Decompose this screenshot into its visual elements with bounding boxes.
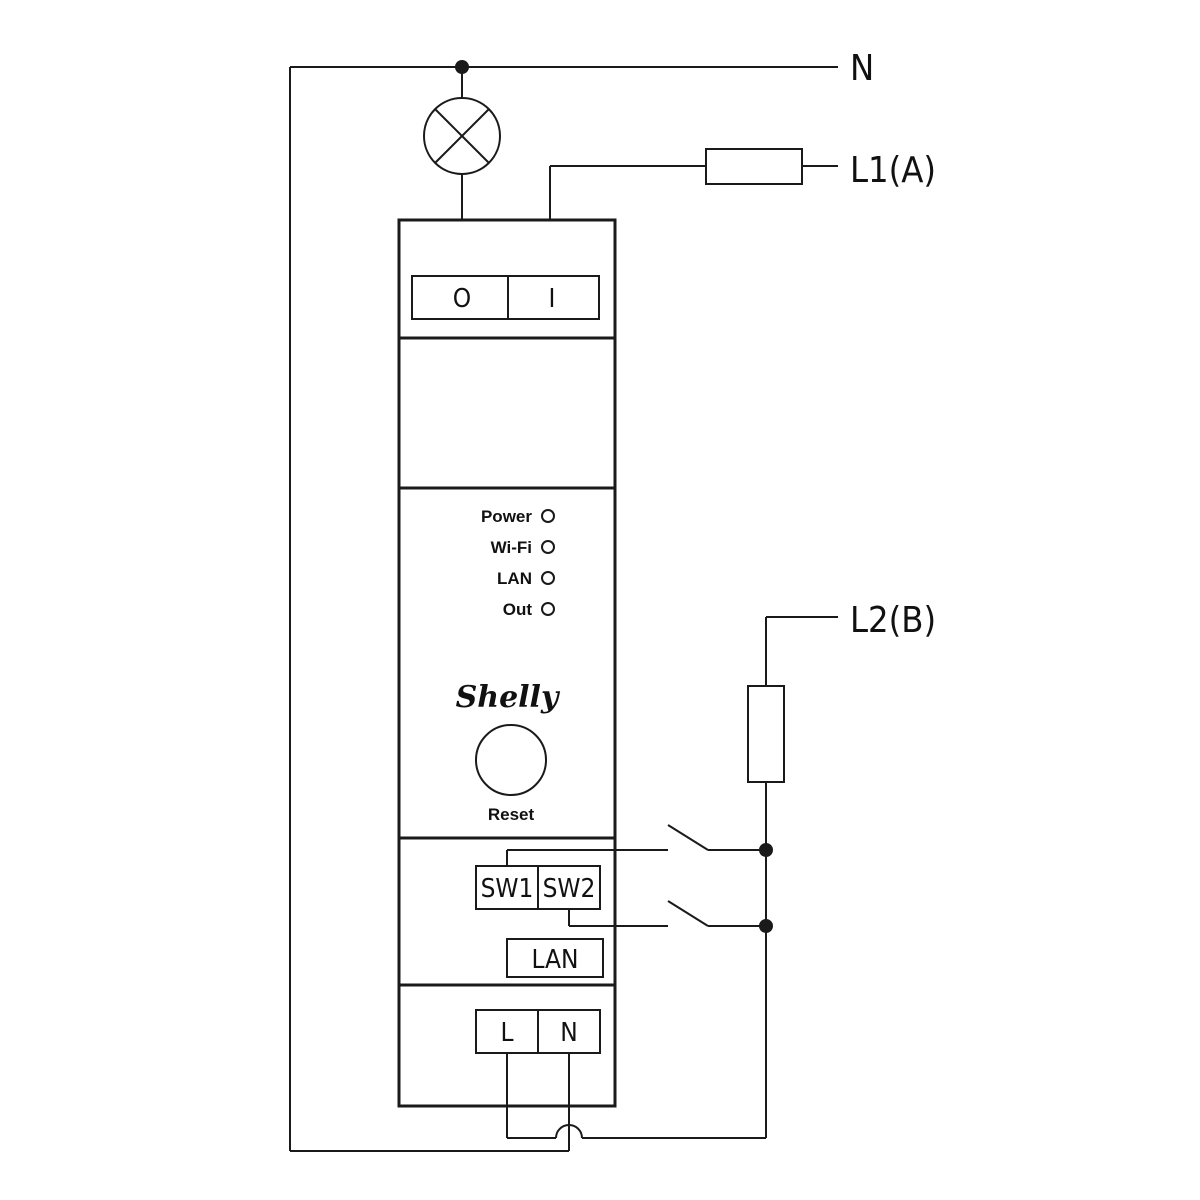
- switch-terminal-block: SW1 SW2: [475, 865, 601, 910]
- terminal-n-label: N: [560, 1018, 578, 1048]
- fuse-icon: [747, 685, 785, 783]
- terminal-o-label: O: [453, 284, 471, 314]
- wifi-indicator-label: Wi-Fi: [491, 538, 532, 557]
- terminal-l-label: L: [500, 1018, 513, 1048]
- lan-led-icon: [541, 571, 555, 585]
- phase-b-wire: [747, 616, 838, 1138]
- lan-port: [506, 938, 604, 978]
- lan-port-label: LAN: [531, 945, 578, 975]
- lan-indicator-label: LAN: [497, 569, 532, 588]
- out-indicator-label: Out: [503, 600, 533, 619]
- wifi-led-icon: [541, 540, 555, 554]
- reset-label: Reset: [488, 805, 535, 824]
- out-led-icon: [541, 602, 555, 616]
- terminal-i-label: I: [549, 284, 556, 314]
- power-indicator-label: Power: [481, 507, 532, 526]
- terminal-o: [411, 275, 509, 320]
- fuse-icon: [705, 148, 803, 185]
- terminal-n: [537, 1009, 601, 1054]
- power-terminal-block: L N: [475, 1009, 601, 1054]
- output-terminal-block: O I: [411, 275, 600, 320]
- phase-b-label: L2(B): [850, 600, 936, 641]
- terminal-sw1: [475, 865, 539, 910]
- switch-icon: [568, 900, 766, 927]
- power-led-icon: [541, 509, 555, 523]
- supply-wiring: [506, 1053, 766, 1151]
- shelly-logo: Shelly: [456, 680, 561, 715]
- terminal-sw1-label: SW1: [481, 874, 534, 904]
- neutral-label: N: [850, 48, 874, 89]
- indicator-panel: Power Wi-Fi LAN Out: [481, 507, 555, 619]
- neutral-wire: [289, 60, 838, 1152]
- terminal-i: [507, 275, 600, 320]
- terminal-sw2-label: SW2: [543, 874, 596, 904]
- reset-button[interactable]: [475, 724, 547, 796]
- phase-a-wire: [549, 148, 838, 276]
- phase-a-label: L1(A): [850, 150, 936, 191]
- switch-icon: [506, 824, 766, 866]
